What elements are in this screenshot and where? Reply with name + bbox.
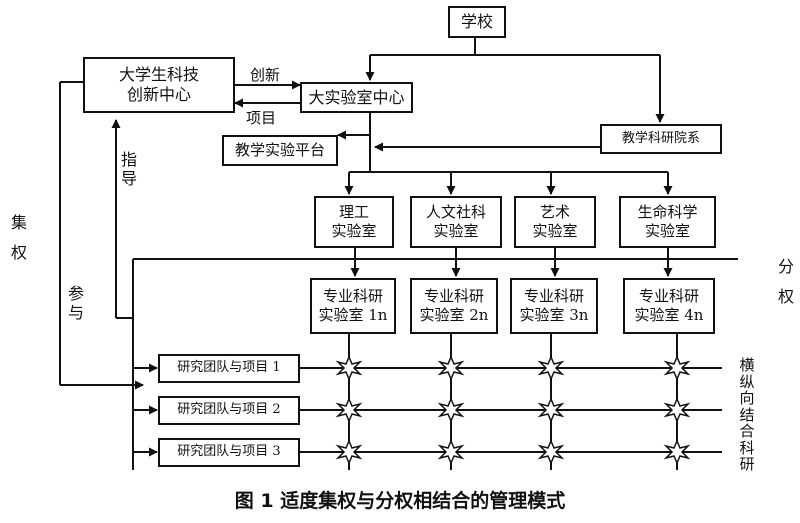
lab-box-life-science: 生命科学 实验室 <box>619 196 716 248</box>
pro-lab-box-4: 专业科研 实验室 4n <box>623 278 715 334</box>
combined-research-label: 横纵向结合科研 <box>739 356 755 473</box>
figure-caption: 图 1 适度集权与分权相结合的管理模式 <box>234 490 566 512</box>
teaching-platform-box: 教学实验平台 <box>222 135 338 166</box>
lab-box-art: 艺术 实验室 <box>514 196 596 248</box>
pro-lab-box-1: 专业科研 实验室 1n <box>310 278 396 334</box>
pro-lab-box-3: 专业科研 实验室 3n <box>510 278 598 334</box>
innovation-label: 创新 <box>250 66 281 84</box>
big-lab-center-box: 大实验室中心 <box>300 82 413 113</box>
team-box-1: 研究团队与项目 1 <box>158 354 300 383</box>
centralized-label: 集权 <box>10 213 27 263</box>
teaching-department-box: 教学科研院系 <box>600 124 722 154</box>
pro-lab-box-2: 专业科研 实验室 2n <box>410 278 498 334</box>
innovation-center-box: 大学生科技 创新中心 <box>83 57 235 113</box>
participate-label: 参与 <box>67 284 84 323</box>
decentralized-label: 分权 <box>777 257 794 307</box>
guide-label: 指导 <box>120 150 137 189</box>
school-box: 学校 <box>448 6 506 38</box>
team-box-3: 研究团队与项目 3 <box>158 438 300 467</box>
project-label: 项目 <box>246 109 277 127</box>
team-box-2: 研究团队与项目 2 <box>158 396 300 425</box>
lab-box-science: 理工 实验室 <box>314 196 394 248</box>
lab-box-humanities: 人文社科 实验室 <box>410 196 502 248</box>
